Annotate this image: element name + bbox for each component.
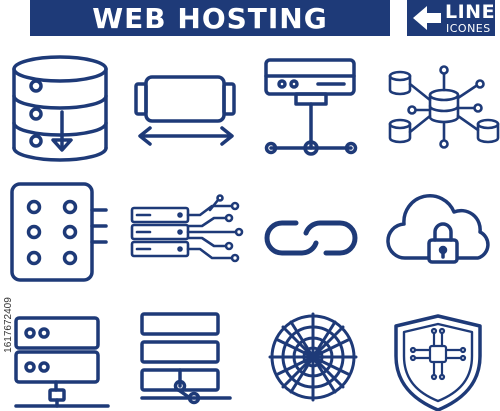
server-network-icon <box>264 58 358 156</box>
title-banner: WEB HOSTING <box>30 0 390 36</box>
brand-line-text: LINE <box>445 1 496 23</box>
page-title: WEB HOSTING <box>92 1 328 35</box>
database-download-icon <box>12 55 108 162</box>
distributed-database-icon <box>388 65 500 149</box>
stock-id-text: 1617672409 <box>3 297 14 353</box>
spider-web-icon <box>268 312 358 402</box>
cloud-lock-icon <box>386 194 490 264</box>
server-circuit-icon <box>130 194 244 263</box>
horizontal-scale-icon <box>134 75 236 146</box>
chain-link-icon <box>264 220 358 256</box>
brand-badge: LINE ICONES <box>407 0 495 36</box>
server-panel-icon <box>10 182 108 282</box>
brand-sub-text: ICONES <box>446 22 491 35</box>
server-stack-network-icon <box>140 312 232 405</box>
arrow-left-icon <box>413 6 441 30</box>
server-rack-network-icon <box>14 316 110 408</box>
shield-circuit-icon <box>394 314 482 411</box>
